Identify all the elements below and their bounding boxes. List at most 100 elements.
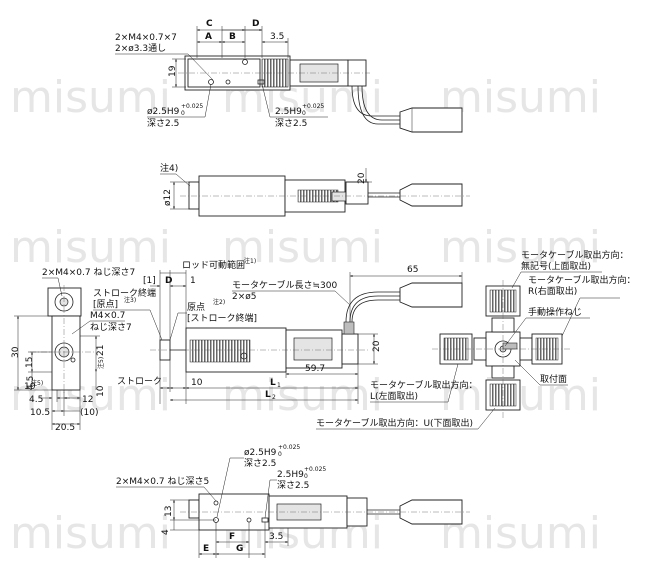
callout-m4-depth: ねじ深さ7 <box>90 322 132 333</box>
slot-tol-upper: +0.025 <box>302 103 324 110</box>
leader <box>561 297 620 337</box>
dim-3.5: 3.5 <box>269 532 283 542</box>
dim-13: 13 <box>164 506 174 517</box>
pin-hole-tol-upper: +0.025 <box>278 444 300 451</box>
dim-10-left-note: 注5) <box>31 379 43 387</box>
end-view: 2×M4×0.7 ねじ深さ7 M4×0.7 ねじ深さ7 30 15 4.5 21… <box>11 267 135 433</box>
watermark: misumi <box>440 72 601 123</box>
leader <box>261 83 328 118</box>
callout-m4-top: 2×M4×0.7 ねじ深さ7 <box>42 267 135 278</box>
slot-depth: 深さ2.5 <box>277 480 309 491</box>
dim-21: 21 <box>96 345 106 356</box>
front-motor-inner <box>293 337 333 361</box>
front-cable <box>345 291 400 323</box>
leader <box>42 277 63 297</box>
slot-tol-lower: 0 <box>302 110 306 117</box>
second-view: 注4) ø12 20 <box>160 162 470 217</box>
dim-20: 20 <box>357 172 367 184</box>
cable-length: モータケーブル長さ≒300 <box>232 279 337 291</box>
orient-top-pins <box>489 289 517 313</box>
leader <box>147 83 212 118</box>
left-label-1: モータケーブル取出方向： <box>370 379 477 391</box>
dim-4.5: 4.5 <box>29 395 43 405</box>
end-small-hole <box>70 357 76 363</box>
manual-screw-label: 手動操作ねじ <box>528 306 582 318</box>
dim-C: C <box>206 19 213 29</box>
leader <box>264 479 277 519</box>
rod-range-note: 注1) <box>244 257 256 265</box>
pin-hole-tol-lower: 0 <box>278 451 282 458</box>
dim-59.7: 59.7 <box>305 364 325 374</box>
leader <box>93 309 163 341</box>
front-fins <box>189 339 251 363</box>
watermark: misumi <box>10 222 171 273</box>
pin-hole-depth: 深さ2.5 <box>244 458 276 469</box>
callout-m4: 2×M4×0.7×7 <box>115 33 177 43</box>
dim-20: 20 <box>372 340 382 352</box>
slot-label: 2.5H9 <box>277 470 304 480</box>
watermark: misumi <box>440 222 601 273</box>
leader <box>511 271 602 289</box>
origin-bracket: [原点] <box>93 299 118 310</box>
dim-10-paren: (10) <box>80 408 98 418</box>
dim-10-left: 10 <box>24 382 36 392</box>
dim-L2-sub: 2 <box>272 394 276 401</box>
dim-1: 1 <box>190 276 196 286</box>
pin-hole-depth: 深さ2.5 <box>147 118 179 129</box>
pin-hole-label: ø2.5H9 <box>147 107 180 117</box>
top-slot <box>257 79 265 85</box>
dim-12: 12 <box>82 395 93 405</box>
dim-E: E <box>203 544 209 554</box>
top-label-2: 無記号(上面取出) <box>521 260 591 272</box>
stroke-end-label: ストローク終端 <box>93 287 156 299</box>
front-motor-end <box>341 333 359 365</box>
dim-10: 10 <box>191 378 203 388</box>
dim-4.5-left: 4.5 <box>26 376 36 390</box>
right-label-1: モータケーブル取出方向： <box>528 274 635 286</box>
dim-D: D <box>165 276 172 286</box>
watermark: misumi <box>10 508 171 559</box>
leader <box>116 486 217 502</box>
leader <box>316 407 496 430</box>
cable-dia: 2×ø5 <box>232 292 257 302</box>
dim-A: A <box>205 32 212 42</box>
right-label-2: R(右面取出) <box>528 285 577 297</box>
watermark: misumi <box>222 222 383 273</box>
rod-range: ロッド可動範囲 <box>182 259 245 271</box>
watermark: misumi <box>10 72 171 123</box>
watermark: misumi <box>222 370 383 421</box>
dim-F: F <box>229 532 235 542</box>
front-grommet <box>343 321 355 335</box>
front-hole <box>240 352 248 360</box>
callout-m4: M4×0.7 <box>90 311 125 321</box>
front-cable <box>351 299 400 323</box>
leader <box>115 53 214 81</box>
dim-10.5: 10.5 <box>30 408 50 418</box>
dim-B: B <box>229 32 236 42</box>
front-connector <box>399 282 463 308</box>
dim-L2: L <box>265 390 271 400</box>
side-grommet <box>331 191 347 202</box>
dim-G: G <box>236 544 243 554</box>
slot-tol-upper: +0.025 <box>304 466 326 473</box>
dim-20.5: 20.5 <box>55 423 75 433</box>
pin-hole-tol-lower: 0 <box>181 110 185 117</box>
watermark: misumi <box>10 370 171 421</box>
bottom-rod-end <box>188 499 200 519</box>
stroke-label: ストローク <box>117 376 162 387</box>
leader <box>232 290 351 306</box>
leader <box>160 173 191 187</box>
dim-3.5: 3.5 <box>270 32 284 42</box>
dim-dia12: ø12 <box>163 189 173 206</box>
callout-thru: 2×ø3.3通し <box>115 43 166 54</box>
origin-label: 原点 <box>187 302 205 313</box>
watermark: misumi <box>440 370 601 421</box>
top-connector <box>399 107 463 133</box>
pin-hole-tol-upper: +0.025 <box>181 103 203 110</box>
dim-10-right: 10 <box>96 385 106 397</box>
leader <box>370 363 459 403</box>
mount-face-label: 取付面 <box>540 374 567 385</box>
dim-19: 19 <box>168 65 178 77</box>
dim-15: 15 <box>25 357 35 368</box>
